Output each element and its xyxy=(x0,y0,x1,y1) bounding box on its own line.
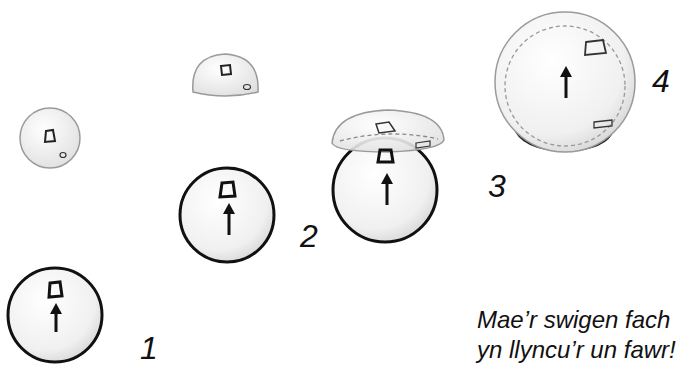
step-number: 2 xyxy=(300,218,318,255)
step-number: 1 xyxy=(140,330,158,367)
large-bubble xyxy=(8,268,102,362)
merged-bubble xyxy=(495,12,635,152)
small-bubble xyxy=(20,108,80,168)
large-bubble xyxy=(180,168,274,262)
caption-note: Mae’r swigen fach yn llyncu’r un fawr! xyxy=(477,305,692,365)
step-number: 3 xyxy=(488,168,506,205)
merging-bubbles xyxy=(332,110,444,242)
small-bubble xyxy=(193,54,258,96)
step-number: 4 xyxy=(652,63,670,100)
